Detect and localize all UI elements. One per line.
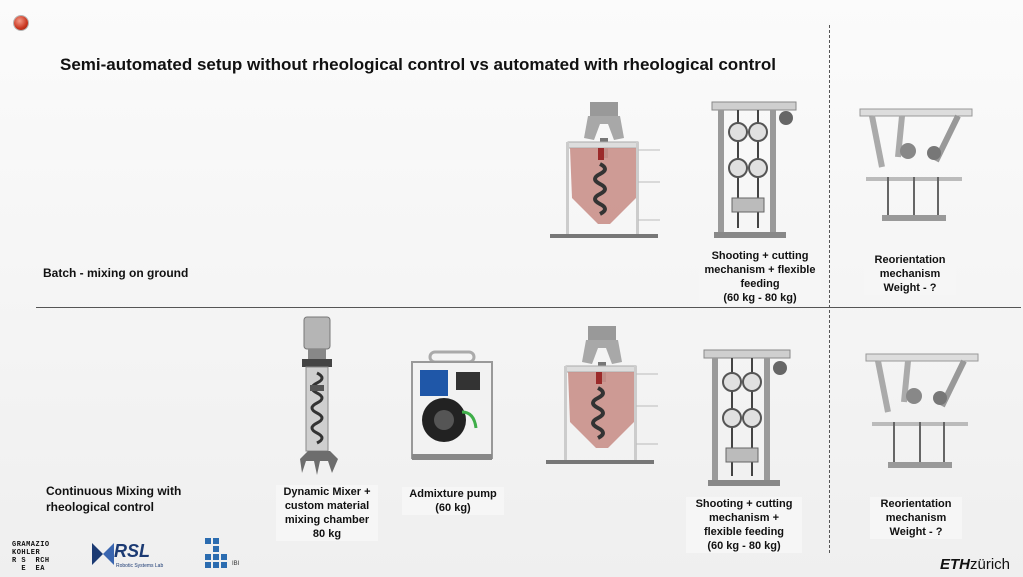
caption-line: feeding [740,278,780,290]
hopper-illustration-top [550,102,660,238]
caption-line: custom material [284,500,370,512]
continuous-row-label-line1: Continuous Mixing with [46,484,182,498]
reorientation-mechanism-illustration-bottom [865,353,979,468]
reorientation-mechanism-illustration-top [859,108,973,221]
caption-top-shooting: Shooting + cutting mechanism + flexible … [699,249,821,305]
eth-zurich-logo: ETHzürich [940,556,1010,573]
caption-line: mechanism [885,512,947,524]
horizontal-divider [36,307,1021,308]
continuous-row-label: Continuous Mixing with rheological contr… [46,483,181,515]
caption-mixer: Dynamic Mixer + custom material mixing c… [276,485,378,541]
ibi-label: IBI [232,561,240,567]
caption-line: Weight - ? [883,282,937,294]
continuous-row-label-line2: rheological control [46,500,155,514]
rsl-name: RSL [114,541,150,561]
vertical-divider [829,25,830,553]
caption-line: mechanism + flexible [704,264,816,276]
logo-line: E EA [12,565,45,573]
slide-title: Semi-automated setup without rheological… [60,55,776,74]
eth-bold: ETH [940,556,970,573]
caption-line: Shooting + cutting [695,498,793,510]
caption-line: Weight - ? [889,526,943,538]
shooting-mechanism-illustration-top [711,101,797,238]
caption-line: Reorientation [880,498,952,510]
rsl-logo: RSL Robotic Systems Lab [92,541,163,570]
logo-line: KOHLER [12,549,41,557]
rsl-subtitle: Robotic Systems Lab [116,563,164,569]
caption-line: Shooting + cutting [711,250,809,262]
hopper-illustration-bottom [546,326,658,464]
caption-bottom-reorientation: Reorientation mechanism Weight - ? [870,497,962,539]
record-indicator-icon[interactable] [14,16,28,30]
caption-line: mechanism [879,268,941,280]
caption-line: Dynamic Mixer + [283,486,371,498]
ibi-logo-icon [205,538,227,568]
caption-line: (60 kg - 80 kg) [707,540,781,552]
dynamic-mixer-illustration [300,316,338,475]
admixture-pump-illustration [411,350,493,460]
shooting-mechanism-illustration-bottom [703,349,791,486]
caption-line: (60 kg - 80 kg) [723,292,797,304]
caption-line: Reorientation [874,254,946,266]
rsl-mark-icon [92,543,114,565]
logo-line: GRAMAZIO [12,541,50,549]
caption-line: (60 kg) [435,502,471,514]
caption-bottom-shooting: Shooting + cutting mechanism + flexible … [686,497,802,553]
caption-line: 80 kg [312,528,342,540]
caption-line: flexible feeding [703,526,785,538]
eth-rest: zürich [970,556,1011,573]
caption-pump: Admixture pump (60 kg) [402,487,504,515]
caption-line: mixing chamber [284,514,370,526]
gramazio-kohler-logo: GRAMAZIO KOHLER R S RCH E EA [12,541,50,573]
caption-line: Admixture pump [409,488,497,500]
logo-line: R S RCH [12,557,50,565]
batch-row-label: Batch - mixing on ground [43,266,189,280]
caption-top-reorientation: Reorientation mechanism Weight - ? [864,253,956,295]
caption-line: mechanism + [708,512,779,524]
